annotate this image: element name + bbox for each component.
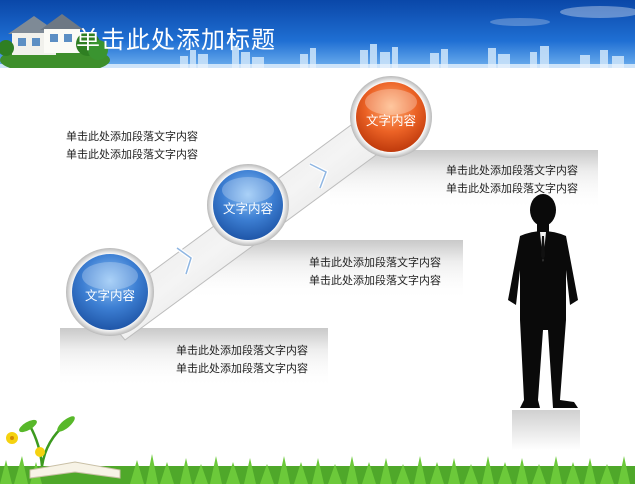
businessman-silhouette [508,194,580,450]
text-line: 单击此处添加段落文字内容 [176,362,308,375]
step-node-3[interactable] [350,76,432,158]
header-banner: 单击此处添加标题 [0,0,635,68]
step-2-text[interactable]: 单击此处添加段落文字内容 单击此处添加段落文字内容 [309,254,441,290]
text-line: 单击此处添加段落文字内容 [176,344,308,357]
top-left-text[interactable]: 单击此处添加段落文字内容 单击此处添加段落文字内容 [66,128,198,164]
text-line: 单击此处添加段落文字内容 [309,256,441,269]
text-line: 单击此处添加段落文字内容 [66,148,198,161]
step-3-text[interactable]: 单击此处添加段落文字内容 单击此处添加段落文字内容 [446,162,578,198]
house-illustration [0,14,110,68]
text-line: 单击此处添加段落文字内容 [309,274,441,287]
step-shelf-1 [60,328,328,388]
step-2-label[interactable]: 文字内容 [222,201,273,216]
page-title[interactable]: 单击此处添加标题 [76,26,276,54]
step-3-label[interactable]: 文字内容 [365,113,416,128]
step-1-text[interactable]: 单击此处添加段落文字内容 单击此处添加段落文字内容 [176,342,308,378]
text-line: 单击此处添加段落文字内容 [446,164,578,177]
text-line: 单击此处添加段落文字内容 [446,182,578,195]
open-book-icon [29,461,121,479]
step-1-label[interactable]: 文字内容 [84,288,135,303]
step-shelf-3 [330,150,598,210]
step-node-2[interactable] [207,164,289,246]
step-diagram [60,76,598,450]
grass-footer-decoration [0,416,635,484]
text-line: 单击此处添加段落文字内容 [66,130,198,143]
step-node-1[interactable] [66,248,154,336]
